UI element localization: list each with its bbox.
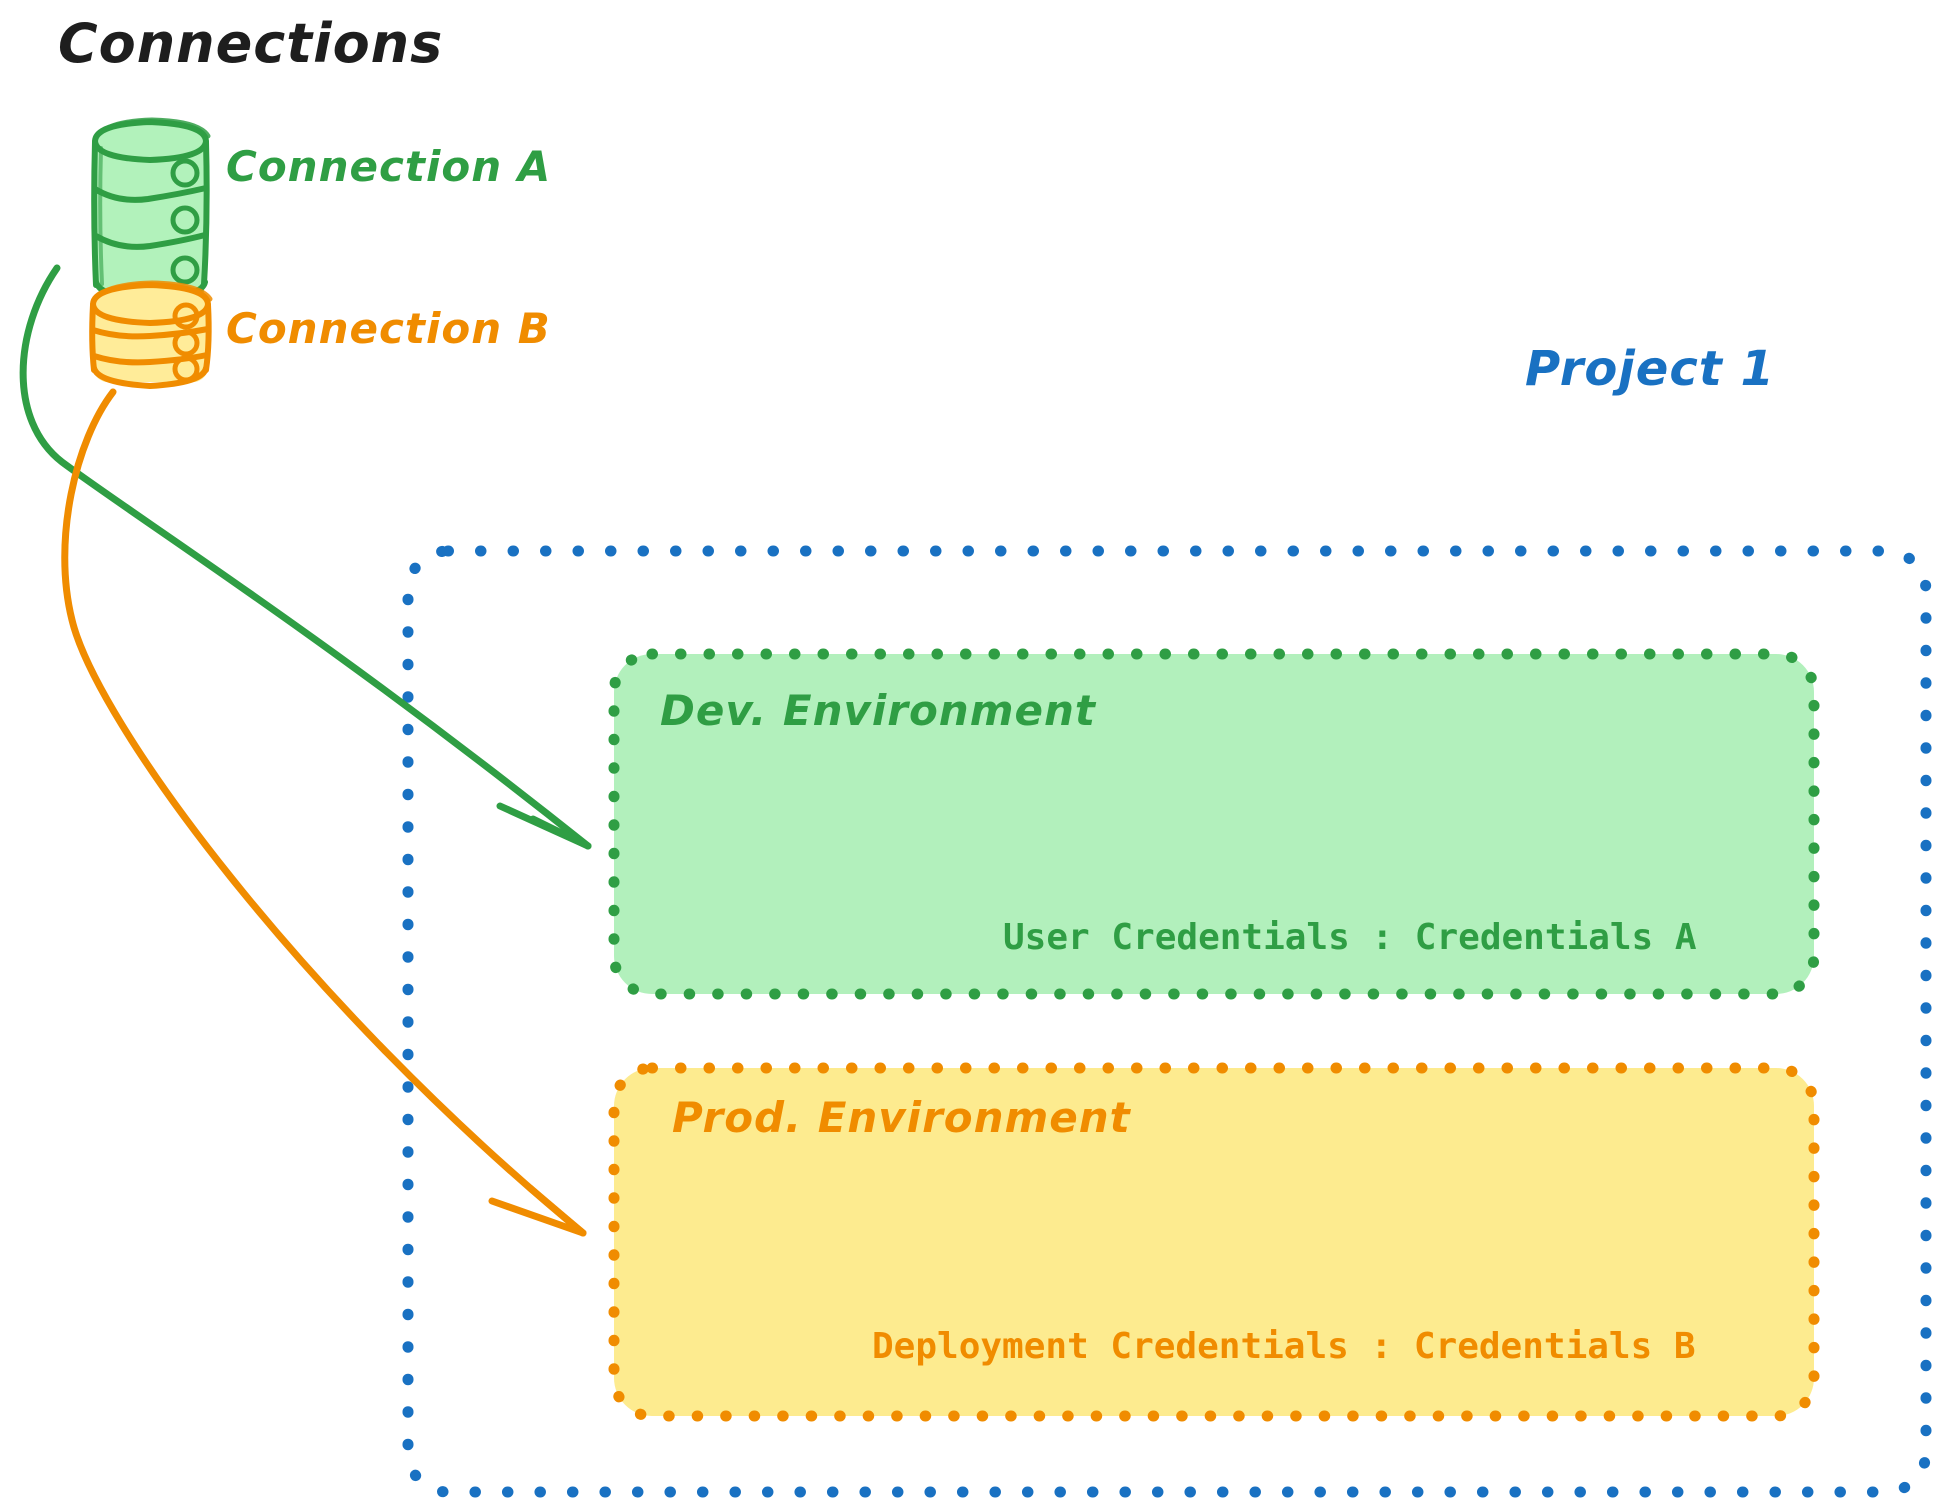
project-title: Project 1 — [1525, 341, 1775, 397]
project-container-border[interactable] — [402, 545, 1932, 1498]
arrow-connection-a-to-dev — [19, 264, 592, 850]
database-cylinder-icon-green[interactable] — [91, 117, 211, 308]
connection-a-label[interactable]: Connection A — [226, 142, 552, 191]
dev-environment-credentials: User Credentials : Credentials A — [1003, 917, 1697, 958]
database-cylinder-icon-orange[interactable] — [89, 280, 213, 390]
prod-environment-title: Prod. Environment — [672, 1093, 1131, 1142]
page-title: Connections — [58, 12, 444, 75]
arrow-connection-b-to-prod — [61, 388, 587, 1237]
connection-b-label[interactable]: Connection B — [226, 304, 551, 353]
dev-environment-title: Dev. Environment — [660, 686, 1096, 735]
prod-environment-box[interactable] — [608, 1062, 1820, 1422]
prod-environment-credentials: Deployment Credentials : Credentials B — [872, 1326, 1696, 1367]
dev-environment-box[interactable] — [608, 648, 1820, 1000]
